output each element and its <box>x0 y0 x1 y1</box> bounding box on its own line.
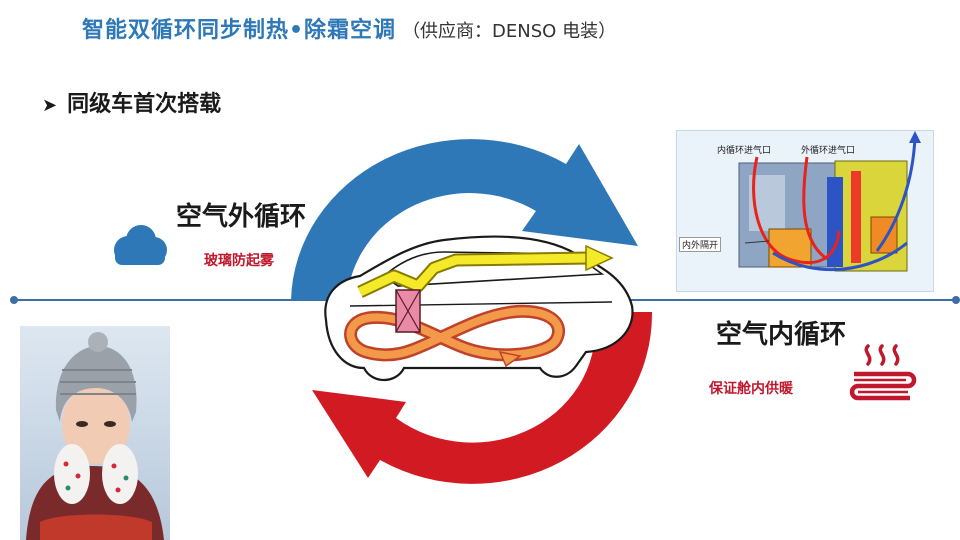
inner-inlet-label: 内循环进气口 <box>717 146 772 156</box>
outer-cycle-arrow <box>291 139 638 300</box>
separator-label: 内外隔开 <box>679 237 722 252</box>
inner-cycle-arrow <box>312 312 653 484</box>
heater-icon <box>849 344 917 401</box>
title-text: 智能双循环同步制热•除霜空调 <box>82 18 397 43</box>
inner-cycle-note: 保证舱内供暖 <box>709 381 793 397</box>
supplier-note: （供应商：DENSO 电装） <box>402 21 617 42</box>
divider-line <box>10 296 960 304</box>
cabin-airflow-loop <box>344 304 565 368</box>
outer-cycle-label: 空气外循环 <box>176 202 307 232</box>
cloud-icon <box>114 225 167 265</box>
feature-bullet: ➤ 同级车首次搭载 <box>42 86 221 118</box>
outer-inlet-label: 外循环进气口 <box>801 146 856 156</box>
heater-core <box>395 289 421 333</box>
windshield-airflow <box>357 244 614 298</box>
inner-cycle-label: 空气内循环 <box>716 320 847 350</box>
hvac-unit-diagram: 内循环进气口 外循环进气口 内外隔开 <box>676 130 934 292</box>
bullet-text: 同级车首次搭载 <box>67 92 222 117</box>
car-outline <box>324 235 634 382</box>
page-title: 智能双循环同步制热•除霜空调（供应商：DENSO 电装） <box>82 12 616 44</box>
outer-cycle-note: 玻璃防起雾 <box>204 253 274 269</box>
winter-woman-photo <box>20 326 170 540</box>
hvac-unit-drawing <box>677 131 933 291</box>
winter-woman-drawing <box>20 326 170 540</box>
bullet-arrow-icon: ➤ <box>42 95 58 116</box>
